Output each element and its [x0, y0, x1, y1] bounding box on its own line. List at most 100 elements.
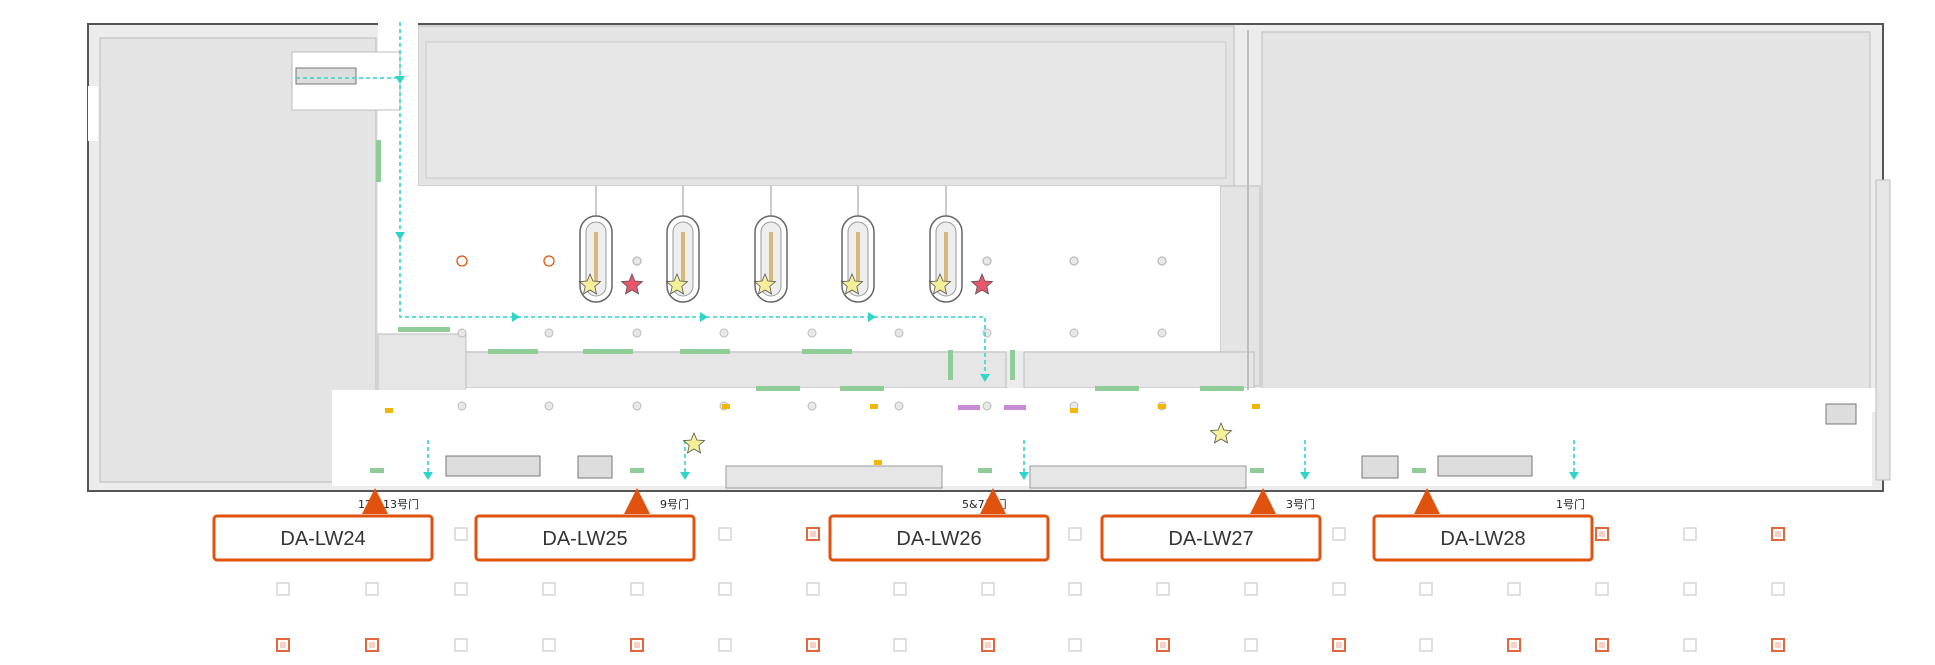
- column-icon: [719, 328, 729, 338]
- grid-square: [1332, 582, 1346, 596]
- green-marker: [1412, 468, 1426, 473]
- grid-square: [718, 638, 732, 652]
- callout-box: [1372, 514, 1594, 562]
- concourse-upper: [398, 186, 1220, 351]
- grid-square: [542, 638, 556, 652]
- grid-square-inner: [634, 642, 640, 648]
- grid-square: [454, 582, 468, 596]
- callout-box: [212, 514, 434, 562]
- concourse-mid: [466, 388, 1876, 412]
- grid-square: [1683, 527, 1697, 541]
- callout-box: [474, 514, 696, 562]
- yellow-marker: [1070, 408, 1078, 413]
- green-marker: [1010, 350, 1015, 380]
- column-icon: [457, 401, 467, 411]
- gate-labels: 12、13号门 9号门 5&7号门 3号门 1号门: [358, 497, 1585, 511]
- gate-label-9: 9号门: [660, 497, 689, 511]
- arrow-icon: [1569, 472, 1579, 480]
- callout-da-lw24[interactable]: DA-LW24: [212, 488, 434, 562]
- yellow-marker: [1158, 404, 1166, 409]
- column-icon: [632, 328, 642, 338]
- shop-strip: [465, 351, 1007, 389]
- grid-square: [1068, 638, 1082, 652]
- green-marker: [583, 349, 633, 354]
- column-icon: [544, 401, 554, 411]
- column-icon: [894, 328, 904, 338]
- yellow-marker: [1252, 404, 1260, 409]
- column-icon: [632, 256, 642, 266]
- stars: [578, 272, 1233, 454]
- grid-square-inner: [369, 642, 375, 648]
- grid-square: [1156, 582, 1170, 596]
- yellow-markers: [385, 404, 1260, 465]
- escalator-step: [944, 232, 948, 282]
- yellow-marker: [870, 404, 878, 409]
- green-marker: [1095, 386, 1139, 391]
- room-lower-1: [725, 465, 943, 489]
- arrow-icon: [1300, 472, 1310, 480]
- grid-square: [1595, 582, 1609, 596]
- column-icon: [544, 328, 554, 338]
- grid-square-inner: [280, 642, 286, 648]
- grid-square: [1419, 582, 1433, 596]
- room-block-east: [1261, 31, 1871, 413]
- arrow-icon: [1019, 472, 1029, 480]
- arrow-icon: [980, 374, 990, 382]
- arrow-icon: [700, 312, 708, 322]
- grid-square: [630, 582, 644, 596]
- callout-da-lw27[interactable]: DA-LW27: [1100, 488, 1322, 562]
- top-stair: [295, 67, 357, 85]
- grid-square-inner: [810, 531, 816, 537]
- grid-square: [1244, 582, 1258, 596]
- callout-da-lw26[interactable]: DA-LW26: [828, 488, 1050, 562]
- yellow-marker: [874, 460, 882, 465]
- gate-label-3: 3号门: [1286, 497, 1315, 511]
- grid-square: [981, 582, 995, 596]
- grid-square-inner: [810, 642, 816, 648]
- grid-square: [454, 638, 468, 652]
- green-marker: [978, 468, 992, 473]
- callout-da-lw25[interactable]: DA-LW25: [474, 488, 696, 562]
- callout-box: [1100, 514, 1322, 562]
- grid-square: [1683, 638, 1697, 652]
- green-marker: [756, 386, 800, 391]
- grid-square-inner: [1511, 642, 1517, 648]
- column-icon: [894, 401, 904, 411]
- callout-pointer: [1250, 488, 1276, 514]
- callout-box: [828, 514, 1050, 562]
- arrow-icon: [512, 312, 520, 322]
- star-icon: [665, 272, 689, 295]
- star-icon: [753, 272, 777, 295]
- green-marker: [630, 468, 644, 473]
- route-arrows: [395, 76, 1579, 480]
- callout-label: DA-LW24: [280, 528, 365, 550]
- star-icon: [578, 272, 602, 295]
- arrow-icon: [423, 472, 433, 480]
- grid-square: [365, 582, 379, 596]
- grid-square-inner: [1599, 642, 1605, 648]
- grid-square-inner: [1336, 642, 1342, 648]
- star-icon: [928, 272, 952, 295]
- yellow-marker: [722, 404, 730, 409]
- grid-square-inner: [1775, 531, 1781, 537]
- route-path: [296, 22, 1575, 474]
- column-icon: [807, 401, 817, 411]
- grid-square: [1507, 582, 1521, 596]
- escalator-step: [856, 232, 860, 282]
- star-icon: [840, 272, 864, 295]
- column-icon: [1069, 328, 1079, 338]
- green-marker: [488, 349, 538, 354]
- green-marker: [376, 140, 381, 182]
- gate-label-1: 1号门: [1556, 497, 1585, 511]
- column-icon: [982, 401, 992, 411]
- purple-marker: [1004, 405, 1026, 410]
- building: [87, 22, 1891, 492]
- column-icon: [1157, 328, 1167, 338]
- grid-square: [1771, 582, 1785, 596]
- room-lower-2: [1029, 465, 1247, 489]
- grid-square: [1419, 638, 1433, 652]
- green-marker: [370, 468, 384, 473]
- grid-square: [276, 582, 290, 596]
- callout-da-lw28[interactable]: DA-LW28: [1372, 488, 1594, 562]
- route-line: [399, 238, 986, 375]
